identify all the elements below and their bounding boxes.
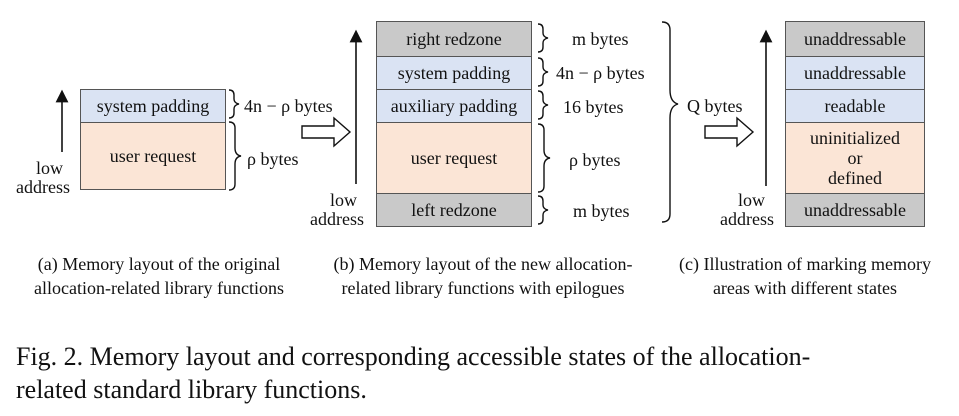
brace-b-3	[537, 90, 549, 120]
caption-a-line1: (a) Memory layout of the original	[37, 254, 281, 274]
c-unaddressable-top: unaddressable	[785, 21, 925, 57]
brace-b-4	[537, 123, 551, 193]
c-axis-low: low	[738, 190, 765, 210]
caption-b-line1: (b) Memory layout of the new allocation-	[333, 254, 633, 274]
figure-caption-line1: Fig. 2. Memory layout and corresponding …	[16, 342, 811, 371]
brace-b-5	[537, 195, 549, 225]
a-axis-address: address	[16, 177, 70, 197]
a-user-request: user request	[80, 122, 226, 190]
c-state-or: or	[847, 148, 863, 168]
b-left-redzone: left redzone	[376, 193, 532, 227]
c-unaddressable-bottom: unaddressable	[785, 193, 925, 227]
b-total-size: Q bytes	[687, 96, 743, 116]
brace-b-2	[537, 57, 549, 87]
b-auxiliary-padding: auxiliary padding	[376, 89, 532, 123]
c-state-uninitialized: uninitialized	[810, 128, 900, 148]
brace-a-padding	[228, 89, 240, 119]
b-size-auxiliary: 16 bytes	[563, 97, 624, 117]
b-user-request: user request	[376, 122, 532, 194]
b-right-redzone: right redzone	[376, 21, 532, 57]
brace-b-1	[537, 23, 549, 53]
figure-caption-line2: related standard library functions.	[16, 375, 367, 404]
caption-c-line2: areas with different states	[712, 278, 898, 298]
brace-b-total	[661, 21, 679, 223]
b-system-padding: system padding	[376, 56, 532, 90]
transition-arrow-1	[301, 116, 352, 148]
b-size-system-padding: 4n − ρ bytes	[556, 63, 645, 83]
b-axis-low: low	[330, 190, 357, 210]
b-size-left-redzone: m bytes	[573, 201, 630, 221]
caption-a: (a) Memory layout of the original alloca…	[14, 252, 304, 300]
c-uninitialized-or-defined: uninitialized or defined	[785, 122, 925, 194]
c-readable: readable	[785, 89, 925, 123]
caption-b: (b) Memory layout of the new allocation-…	[312, 252, 654, 300]
a-size-request: ρ bytes	[247, 149, 299, 169]
a-axis-low: low	[36, 158, 63, 178]
b-size-right-redzone: m bytes	[572, 29, 629, 49]
c-unaddressable-second: unaddressable	[785, 56, 925, 90]
a-system-padding: system padding	[80, 89, 226, 123]
c-state-defined: defined	[828, 168, 882, 188]
b-size-user-request: ρ bytes	[569, 150, 621, 170]
a-size-padding: 4n − ρ bytes	[244, 96, 333, 116]
caption-b-line2: related library functions with epilogues	[341, 278, 625, 298]
caption-a-line2: allocation-related library functions	[34, 278, 284, 298]
brace-a-request	[228, 121, 242, 191]
transition-arrow-2	[704, 116, 755, 148]
c-axis-address: address	[720, 209, 774, 229]
caption-c-line1: (c) Illustration of marking memory	[679, 254, 931, 274]
b-axis-address: address	[310, 209, 364, 229]
caption-c: (c) Illustration of marking memory areas…	[660, 252, 950, 300]
